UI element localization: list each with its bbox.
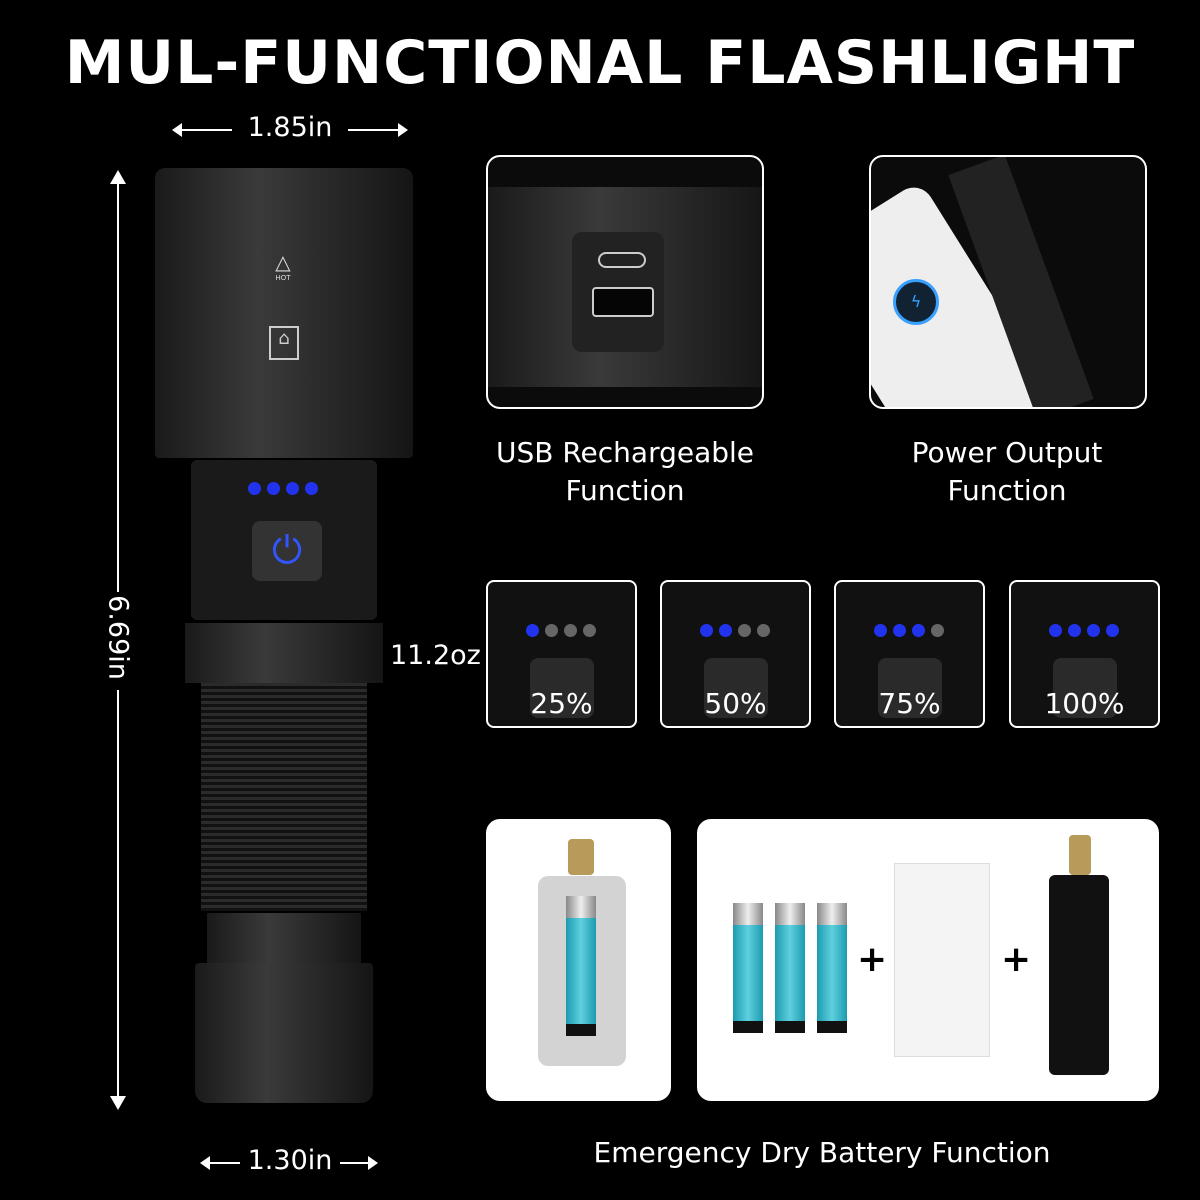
tail-width-label: 1.30in (247, 1145, 333, 1176)
length-label: 6.69in (102, 595, 134, 680)
power-output-caption: Power Output Function (911, 436, 1103, 507)
tail-width-dimension: 1.30in (200, 1145, 378, 1181)
battery-level-75: 75% (834, 580, 985, 728)
home-icon: ⌂ (269, 326, 299, 360)
usb-rechargeable-caption: USB Rechargeable Function (495, 436, 755, 507)
battery-level-50: 50% (660, 580, 811, 728)
battery-level-100: 100% (1009, 580, 1160, 728)
plus-sign: + (857, 939, 888, 980)
battery-holder-image (486, 819, 671, 1101)
charging-icon: ϟ (893, 279, 939, 325)
level-label: 25% (530, 687, 593, 720)
page-title: MUL-FUNCTIONAL FLASHLIGHT (64, 28, 1136, 98)
power-button: ⏻ (252, 521, 322, 581)
battery-indicator-dots (248, 482, 318, 495)
dry-battery-parts-image: + + (697, 819, 1159, 1101)
head-width-dimension: 1.85in (172, 112, 408, 148)
level-label: 50% (704, 687, 767, 720)
dry-battery-caption: Emergency Dry Battery Function (593, 1136, 1051, 1169)
battery-level-25: 25% (486, 580, 637, 728)
usb-c-port-icon (598, 252, 646, 268)
plus-sign: + (1001, 939, 1032, 980)
weight-label: 11.2oz (390, 640, 481, 671)
level-label: 75% (878, 687, 941, 720)
power-output-image: ϟ (869, 155, 1147, 409)
level-label: 100% (1044, 687, 1125, 720)
flashlight-image: △HOT ⌂ ⏻ (155, 168, 413, 1118)
hot-warning-icon: △HOT (275, 250, 291, 282)
length-dimension: 6.69in (100, 170, 140, 1110)
usb-a-port-icon (592, 287, 654, 317)
head-width-label: 1.85in (247, 112, 333, 143)
usb-port-image (486, 155, 764, 409)
